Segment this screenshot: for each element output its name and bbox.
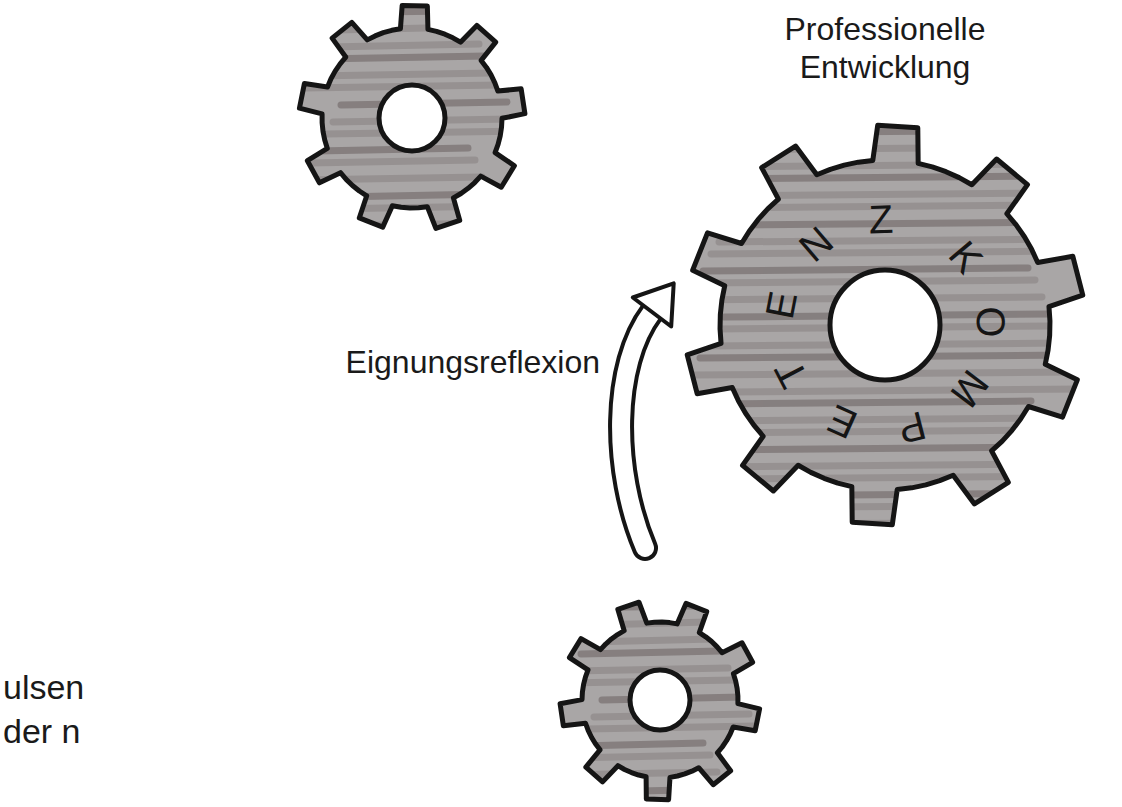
ring-letter: T	[768, 354, 815, 394]
gear-body	[687, 125, 1083, 525]
gear-streak	[317, 148, 468, 151]
caption-label: Eignungsreflexion	[346, 343, 600, 381]
gear-streak	[711, 251, 1081, 254]
ring-letter: M	[944, 363, 996, 414]
gear-outline	[687, 125, 1083, 525]
gear-body	[560, 602, 760, 799]
gear-streak	[698, 193, 1053, 196]
gear-streak	[309, 160, 475, 163]
cut-off-label: ulsen der n	[3, 665, 84, 753]
gear-streak	[703, 268, 1028, 271]
ring-letter: E	[822, 398, 863, 445]
gear-outline	[299, 5, 524, 228]
gear-body	[299, 5, 524, 228]
ring-lettering: KOMPETENZ	[680, 0, 1090, 540]
ring-letter: K	[942, 234, 990, 280]
arrow-shaft	[621, 312, 652, 548]
gear-hole	[379, 85, 445, 151]
curved-arrow	[621, 283, 674, 548]
gear-streak	[322, 223, 503, 226]
ring-letter: E	[759, 288, 803, 322]
gear-outline	[560, 602, 760, 799]
gear-streak	[719, 239, 1074, 242]
ring-letter: N	[792, 220, 840, 269]
heading-label: Professionelle Entwicklung	[785, 10, 986, 86]
gear-streak	[706, 176, 1046, 179]
gear-node: Professionelle EntwicklungKOMPETENZ	[680, 0, 1090, 540]
ring-letter: P	[894, 405, 930, 450]
ring-letter: Z	[868, 199, 894, 240]
gear-streak	[726, 476, 1066, 479]
gear-streak	[560, 605, 760, 608]
arrow-outline	[621, 312, 652, 548]
gear-streak	[685, 130, 1085, 133]
arrow-head	[633, 283, 674, 326]
gear	[299, 5, 525, 228]
gear	[685, 125, 1085, 525]
gear	[560, 602, 760, 799]
ring-letter: O	[971, 306, 1012, 338]
gear-streak	[299, 10, 525, 13]
gear-streak	[713, 418, 1038, 421]
gear-hole	[630, 670, 690, 730]
gear-streak	[599, 789, 724, 792]
gear-streak	[312, 73, 493, 76]
gear-streak	[328, 44, 479, 47]
gear-hole	[830, 270, 940, 380]
